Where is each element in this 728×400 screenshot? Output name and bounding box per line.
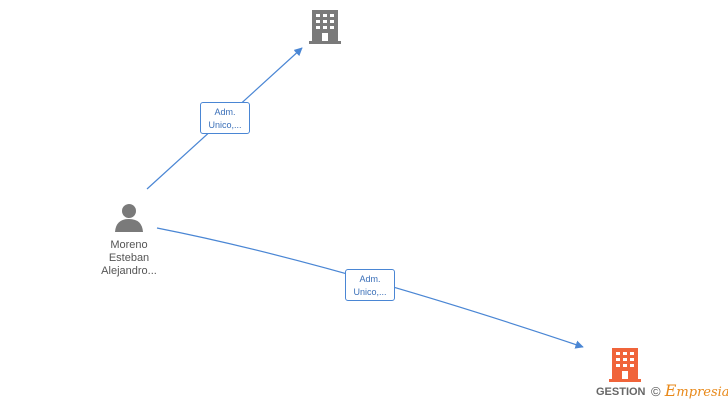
edge-label-role[interactable]: Adm. Unico,... [345, 269, 395, 301]
person-icon[interactable] [114, 202, 144, 232]
empresia-watermark: © Empresia [651, 381, 728, 400]
building-icon[interactable] [309, 10, 341, 44]
company-name-label[interactable]: GESTION [596, 386, 646, 398]
brand-initial: E [664, 381, 677, 400]
brand-text: mpresia [676, 385, 728, 400]
building-icon-highlighted[interactable] [609, 348, 641, 382]
edge-label-role[interactable]: Adm. Unico,... [200, 102, 250, 134]
copyright-symbol: © [651, 384, 661, 399]
person-name-label[interactable]: Moreno Esteban Alejandro... [101, 239, 157, 277]
